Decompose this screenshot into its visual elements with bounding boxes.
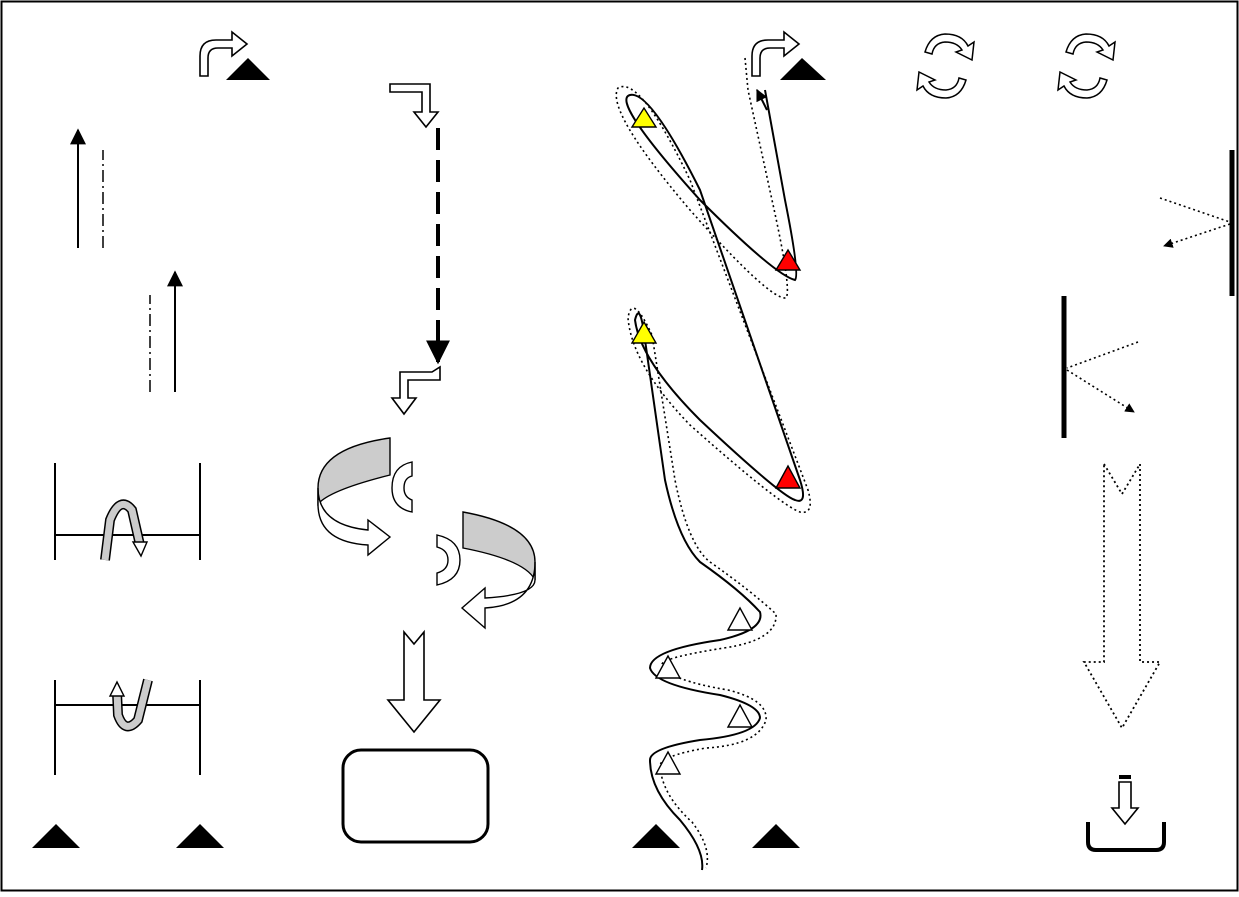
rotation-loop-icon xyxy=(54,463,201,561)
reflection-icon xyxy=(1061,296,1139,438)
turn-right-arrow-icon xyxy=(199,30,249,77)
turn-right-arrow-icon xyxy=(751,30,801,77)
target-box xyxy=(341,748,490,844)
turn-down-arrow-icon xyxy=(389,83,440,129)
triangle-marker-icon xyxy=(226,58,270,80)
start-marker xyxy=(630,320,658,344)
curved-ribbon-arrow-icon xyxy=(317,437,413,557)
path-point-marker xyxy=(726,606,754,631)
start-marker xyxy=(630,106,658,128)
triangle-marker-icon xyxy=(176,824,224,848)
rotate-cycle-icon xyxy=(916,33,975,99)
triangle-marker-icon xyxy=(632,824,680,848)
path-point-marker xyxy=(654,750,682,775)
curved-ribbon-arrow-icon xyxy=(436,511,536,630)
path-point-marker xyxy=(726,703,754,728)
end-marker xyxy=(774,464,802,489)
triangle-marker-icon xyxy=(752,824,800,848)
wave-path-solid xyxy=(625,89,805,871)
reflection-icon xyxy=(1159,150,1235,296)
triangle-marker-icon xyxy=(780,58,826,80)
wave-path-arrow xyxy=(756,88,768,111)
parallel-lines-up-2 xyxy=(149,270,183,392)
rotate-cycle-icon xyxy=(1057,33,1116,99)
parallel-lines-up-1 xyxy=(70,128,104,248)
triangle-marker-icon xyxy=(32,824,80,848)
block-down-arrow-icon xyxy=(386,629,442,734)
dotted-down-arrow-icon xyxy=(1082,460,1162,730)
rotation-loop-icon xyxy=(54,678,201,775)
turn-left-down-arrow-icon xyxy=(390,365,441,416)
drop-into-tray-icon xyxy=(1086,775,1166,852)
end-marker xyxy=(774,248,802,271)
path-point-marker xyxy=(654,654,682,679)
